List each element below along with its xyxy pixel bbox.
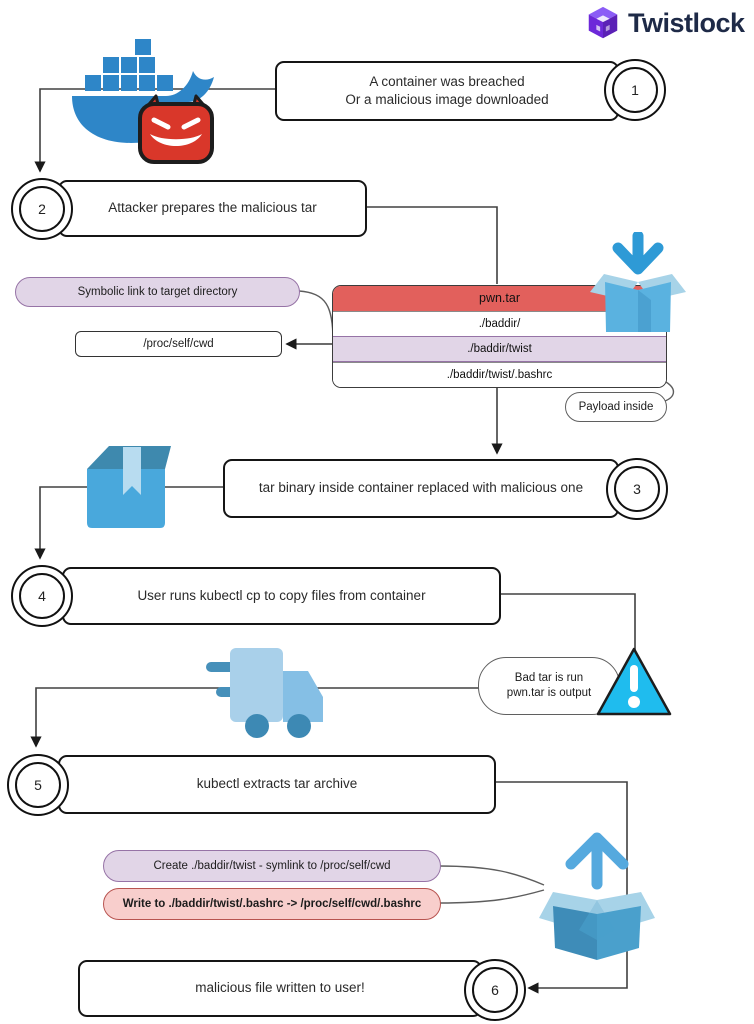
- warning-icon: [596, 647, 672, 716]
- payload-inside-label: Payload inside: [578, 400, 654, 413]
- brand-name: Twistlock: [628, 7, 745, 38]
- step-4-number: 4: [11, 565, 73, 627]
- step-5-box: kubectl extracts tar archive: [58, 755, 496, 814]
- step-5-label: kubectl extracts tar archive: [196, 776, 358, 792]
- write-payload-callout: Write to ./baddir/twist/.bashrc -> /proc…: [103, 888, 441, 920]
- write-payload-label: Write to ./baddir/twist/.bashrc -> /proc…: [122, 897, 422, 910]
- payload-inside-callout: Payload inside: [565, 392, 667, 422]
- step-3-box: tar binary inside container replaced wit…: [223, 459, 619, 518]
- package-receive-icon: [590, 232, 686, 332]
- step-2-number: 2: [11, 178, 73, 240]
- step-4-box: User runs kubectl cp to copy files from …: [62, 567, 501, 625]
- step-1-line-2: Or a malicious image downloaded: [345, 92, 549, 107]
- bad-tar-callout: Bad tar is run pwn.tar is output: [478, 657, 620, 715]
- symbolic-link-label: Symbolic link to target directory: [77, 285, 238, 298]
- package-extract-icon: [539, 832, 655, 960]
- step-6-box: malicious file written to user!: [78, 960, 482, 1017]
- delivery-truck-icon: [206, 648, 323, 738]
- step-1-number: 1: [604, 59, 666, 121]
- step-4-label: User runs kubectl cp to copy files from …: [137, 587, 426, 603]
- step-6-label: malicious file written to user!: [195, 980, 365, 996]
- tar-entry-bashrc: ./baddir/twist/.bashrc: [333, 362, 666, 387]
- create-symlink-label: Create ./baddir/twist - symlink to /proc…: [153, 859, 391, 872]
- proc-self-cwd-label: /proc/self/cwd: [143, 338, 214, 350]
- step-3-number-label: 3: [633, 481, 641, 497]
- step-1-line-1: A container was breached: [369, 73, 525, 89]
- tar-archive-table: pwn.tar ./baddir/ ./baddir/twist ./baddi…: [332, 285, 667, 388]
- bad-tar-line-2: pwn.tar is output: [506, 687, 592, 699]
- step-3-number: 3: [606, 458, 668, 520]
- brand-logo: Twistlock: [584, 4, 745, 42]
- step-5-number-label: 5: [34, 777, 42, 793]
- bad-tar-line-1: Bad tar is run: [514, 672, 584, 685]
- step-6-number: 6: [464, 959, 526, 1021]
- step-3-label: tar binary inside container replaced wit…: [258, 480, 584, 496]
- step-6-number-label: 6: [491, 982, 499, 998]
- twistlock-cube-icon: [588, 6, 618, 39]
- tar-entry-twist-symlink: ./baddir/twist: [333, 336, 666, 362]
- docker-malicious-icon: [72, 39, 214, 164]
- proc-self-cwd-box: /proc/self/cwd: [75, 331, 282, 357]
- step-1-number-label: 1: [631, 82, 639, 98]
- step-5-number: 5: [7, 754, 69, 816]
- step-4-number-label: 4: [38, 588, 46, 604]
- create-symlink-callout: Create ./baddir/twist - symlink to /proc…: [103, 850, 441, 882]
- step-2-box: Attacker prepares the malicious tar: [58, 180, 367, 237]
- symbolic-link-callout: Symbolic link to target directory: [15, 277, 300, 307]
- step-2-label: Attacker prepares the malicious tar: [108, 200, 317, 216]
- step-2-number-label: 2: [38, 201, 46, 217]
- devil-face-icon: [138, 94, 214, 164]
- package-closed-icon: [87, 446, 171, 528]
- step-1-box: A container was breached Or a malicious …: [275, 61, 619, 121]
